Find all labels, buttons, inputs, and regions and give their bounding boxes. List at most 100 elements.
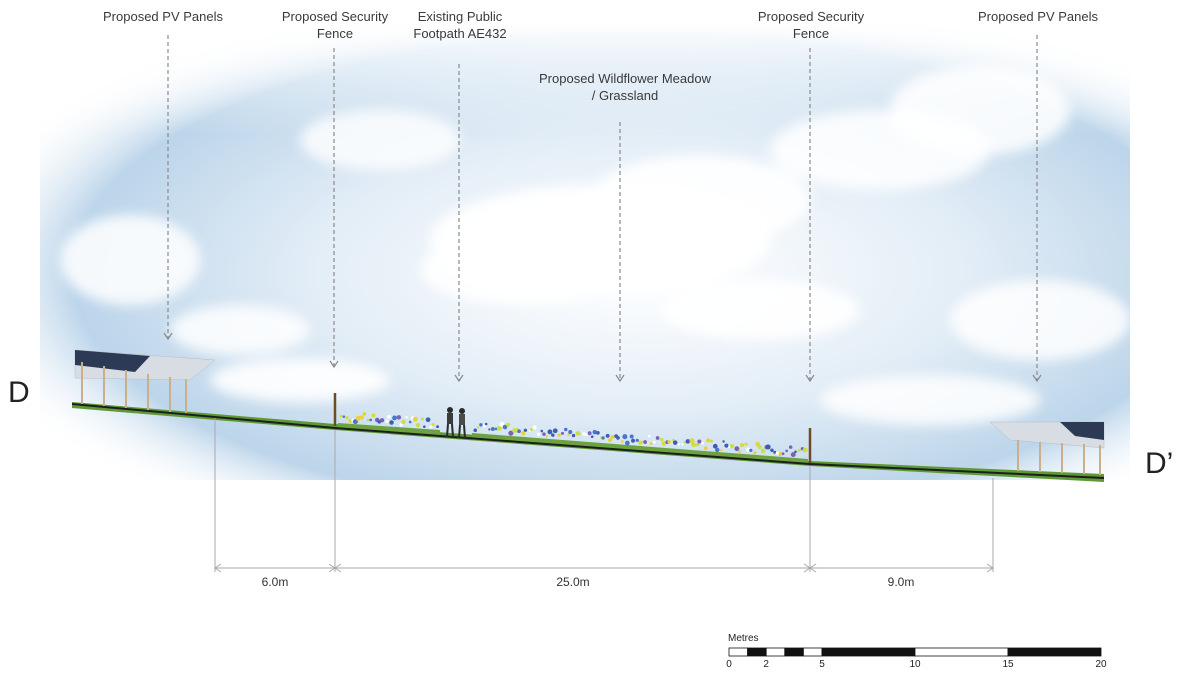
flower-dot [339, 414, 343, 418]
flower-dot [681, 443, 684, 446]
flower-dot [794, 450, 797, 454]
scale-tick-label: 0 [726, 659, 732, 670]
flower-dot [722, 440, 725, 443]
flower-dot [649, 442, 653, 445]
flower-dot [757, 445, 762, 449]
flower-dot [765, 444, 771, 450]
flower-dot [408, 420, 412, 424]
flower-dot [355, 415, 361, 421]
flower-dot [703, 446, 708, 451]
flower-dot [506, 422, 511, 427]
label-line: Fence [316, 26, 354, 41]
flower-dot [479, 423, 483, 427]
flower-dot [488, 428, 491, 431]
flower-dot [532, 425, 537, 430]
scale-segment [747, 647, 767, 657]
flower-dot [420, 417, 424, 421]
scale-segment [784, 647, 804, 657]
flower-dot [396, 415, 402, 420]
flower-dot [362, 412, 367, 416]
flower-dot [630, 438, 636, 443]
flower-dot [578, 432, 581, 436]
label-line: Existing Public [417, 9, 503, 24]
scale-tick-label: 10 [909, 659, 921, 670]
flower-dot [605, 433, 610, 438]
label-line: Fence [792, 26, 830, 41]
label-line: Proposed Wildflower Meadow [539, 71, 711, 86]
scale-segment [728, 647, 749, 657]
flower-dot [695, 442, 700, 447]
flower-dot [616, 436, 620, 440]
flower-dot [629, 434, 634, 439]
label-line: Proposed Security [757, 9, 865, 24]
dimension-right: 9.0m [888, 575, 915, 589]
dimension-lines [214, 418, 994, 573]
scale-segment [803, 647, 823, 657]
flower-dot [387, 415, 391, 419]
flower-dot [739, 443, 745, 448]
flower-dot [415, 422, 421, 428]
flower-dot [778, 451, 783, 457]
flower-dot [496, 425, 502, 431]
flower-dot [683, 441, 687, 444]
label-pv-panels-left: Proposed PV Panels [83, 8, 243, 25]
scale-tick-label: 20 [1095, 659, 1107, 670]
flower-dot [536, 432, 541, 437]
flower-dot [622, 434, 628, 440]
flower-dot [596, 431, 600, 435]
flower-dot [775, 451, 779, 455]
label-security-fence-left: Proposed Security Fence [255, 8, 415, 42]
section-marker-end: D’ [1145, 447, 1174, 480]
flower-dot [608, 438, 612, 443]
flower-dot [655, 436, 660, 440]
flower-dot [352, 419, 358, 425]
flower-dot [738, 450, 741, 453]
flower-dot [712, 443, 718, 449]
clouds [60, 65, 1130, 425]
flower-dot [401, 419, 406, 425]
scale-title: Metres [728, 633, 759, 644]
scale-segment [821, 647, 916, 657]
flower-dot [624, 440, 630, 446]
flower-dot [709, 439, 714, 443]
flower-dot [640, 440, 644, 444]
flower-dot [502, 424, 508, 430]
flower-dot [508, 430, 514, 436]
label-pv-panels-right: Proposed PV Panels [958, 8, 1118, 25]
flower-dot [482, 424, 487, 428]
flower-dot [436, 425, 440, 429]
flower-dot [660, 437, 664, 442]
label-line: Proposed PV Panels [103, 9, 223, 24]
flower-dot [551, 433, 555, 437]
flower-dot [667, 440, 672, 444]
flower-dot [423, 425, 426, 428]
flower-dot [540, 429, 544, 433]
flower-dot [567, 433, 570, 436]
flower-dot [770, 448, 774, 453]
flower-dot [753, 451, 757, 455]
section-marker-start: D [8, 376, 30, 409]
flower-dot [412, 416, 418, 422]
flower-dot [587, 431, 592, 436]
flower-dot [672, 440, 678, 445]
flower-dot [425, 417, 431, 423]
flower-dot [582, 432, 586, 436]
flower-dot [342, 415, 346, 418]
scale-segment [1007, 647, 1102, 657]
scale-tick-label: 15 [1002, 659, 1014, 670]
pv-array-left [74, 349, 216, 413]
flower-dot [685, 439, 691, 444]
flower-dot [590, 435, 594, 439]
flower-dot [788, 445, 793, 449]
flower-dot [802, 447, 808, 453]
flower-dot [689, 438, 695, 444]
label-footpath: Existing Public Footpath AE432 [380, 8, 540, 42]
leader-arrowheads [163, 332, 1042, 383]
flower-dot [760, 448, 766, 454]
flower-dot [643, 440, 648, 444]
flower-dot [484, 422, 488, 426]
leader-arrows [167, 35, 1038, 380]
flower-dot [389, 420, 394, 425]
label-line: Footpath AE432 [413, 26, 507, 41]
